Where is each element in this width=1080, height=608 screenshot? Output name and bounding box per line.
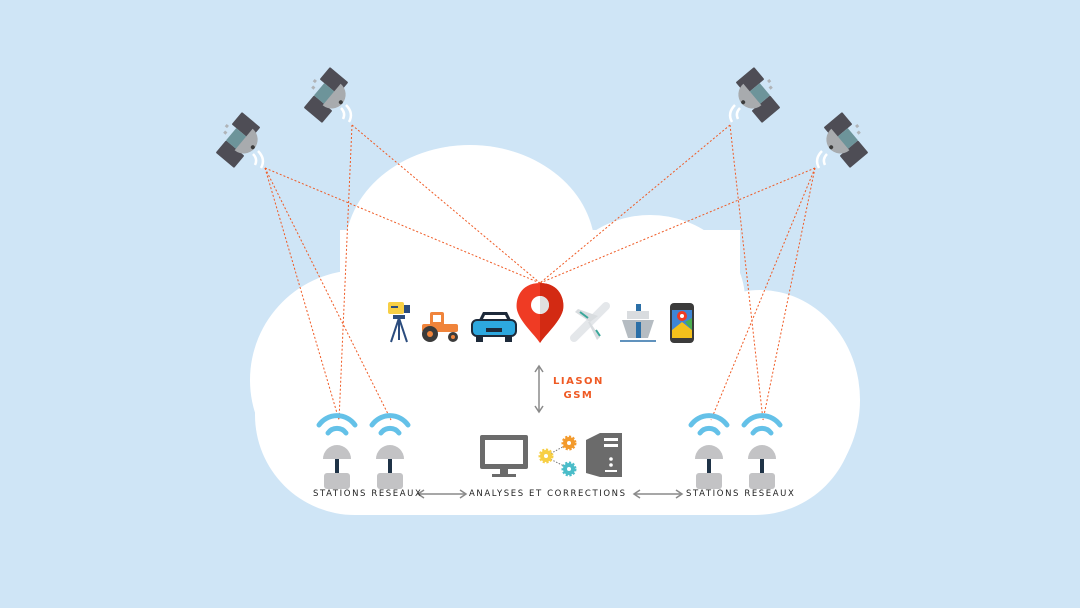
signal-line [762,167,816,421]
signal-line [264,167,541,284]
signal-line [264,167,392,421]
airplane-icon [570,302,610,342]
gsm-link-line1: LIASON [553,376,604,387]
signal-waves-icon [340,104,353,123]
right-stations-label: STATIONS RESEAUX [686,489,796,499]
cloud-shape [250,145,860,515]
signal-waves-icon [728,104,741,123]
tractor-icon [422,312,458,342]
satellite-icon [208,109,268,170]
car-icon [471,312,517,342]
location-pin-icon [516,283,564,343]
total-station-icon [388,302,410,343]
server-tower-icon [586,433,622,477]
signal-waves-icon [815,150,828,169]
gsm-link-label: LIASON GSM [553,375,604,403]
satellite-icon [816,109,876,170]
signal-line [539,167,816,284]
signal-line [710,167,816,421]
monitor-icon [480,435,528,477]
gears-icon [538,435,577,477]
gsm-link-line2: GSM [563,390,594,401]
left-stations-label: STATIONS RESEAUX [313,489,423,499]
signal-lines [264,124,816,421]
signal-line [338,124,353,421]
ship-icon [620,304,656,342]
signal-line [729,124,764,421]
signal-line [539,124,731,284]
signal-line [351,124,541,284]
satellite-icon [296,64,356,125]
analysis-corrections-label: ANALYSES ET CORRECTIONS [469,489,627,499]
signal-waves-icon [252,150,265,169]
phone-map-icon [670,303,694,343]
